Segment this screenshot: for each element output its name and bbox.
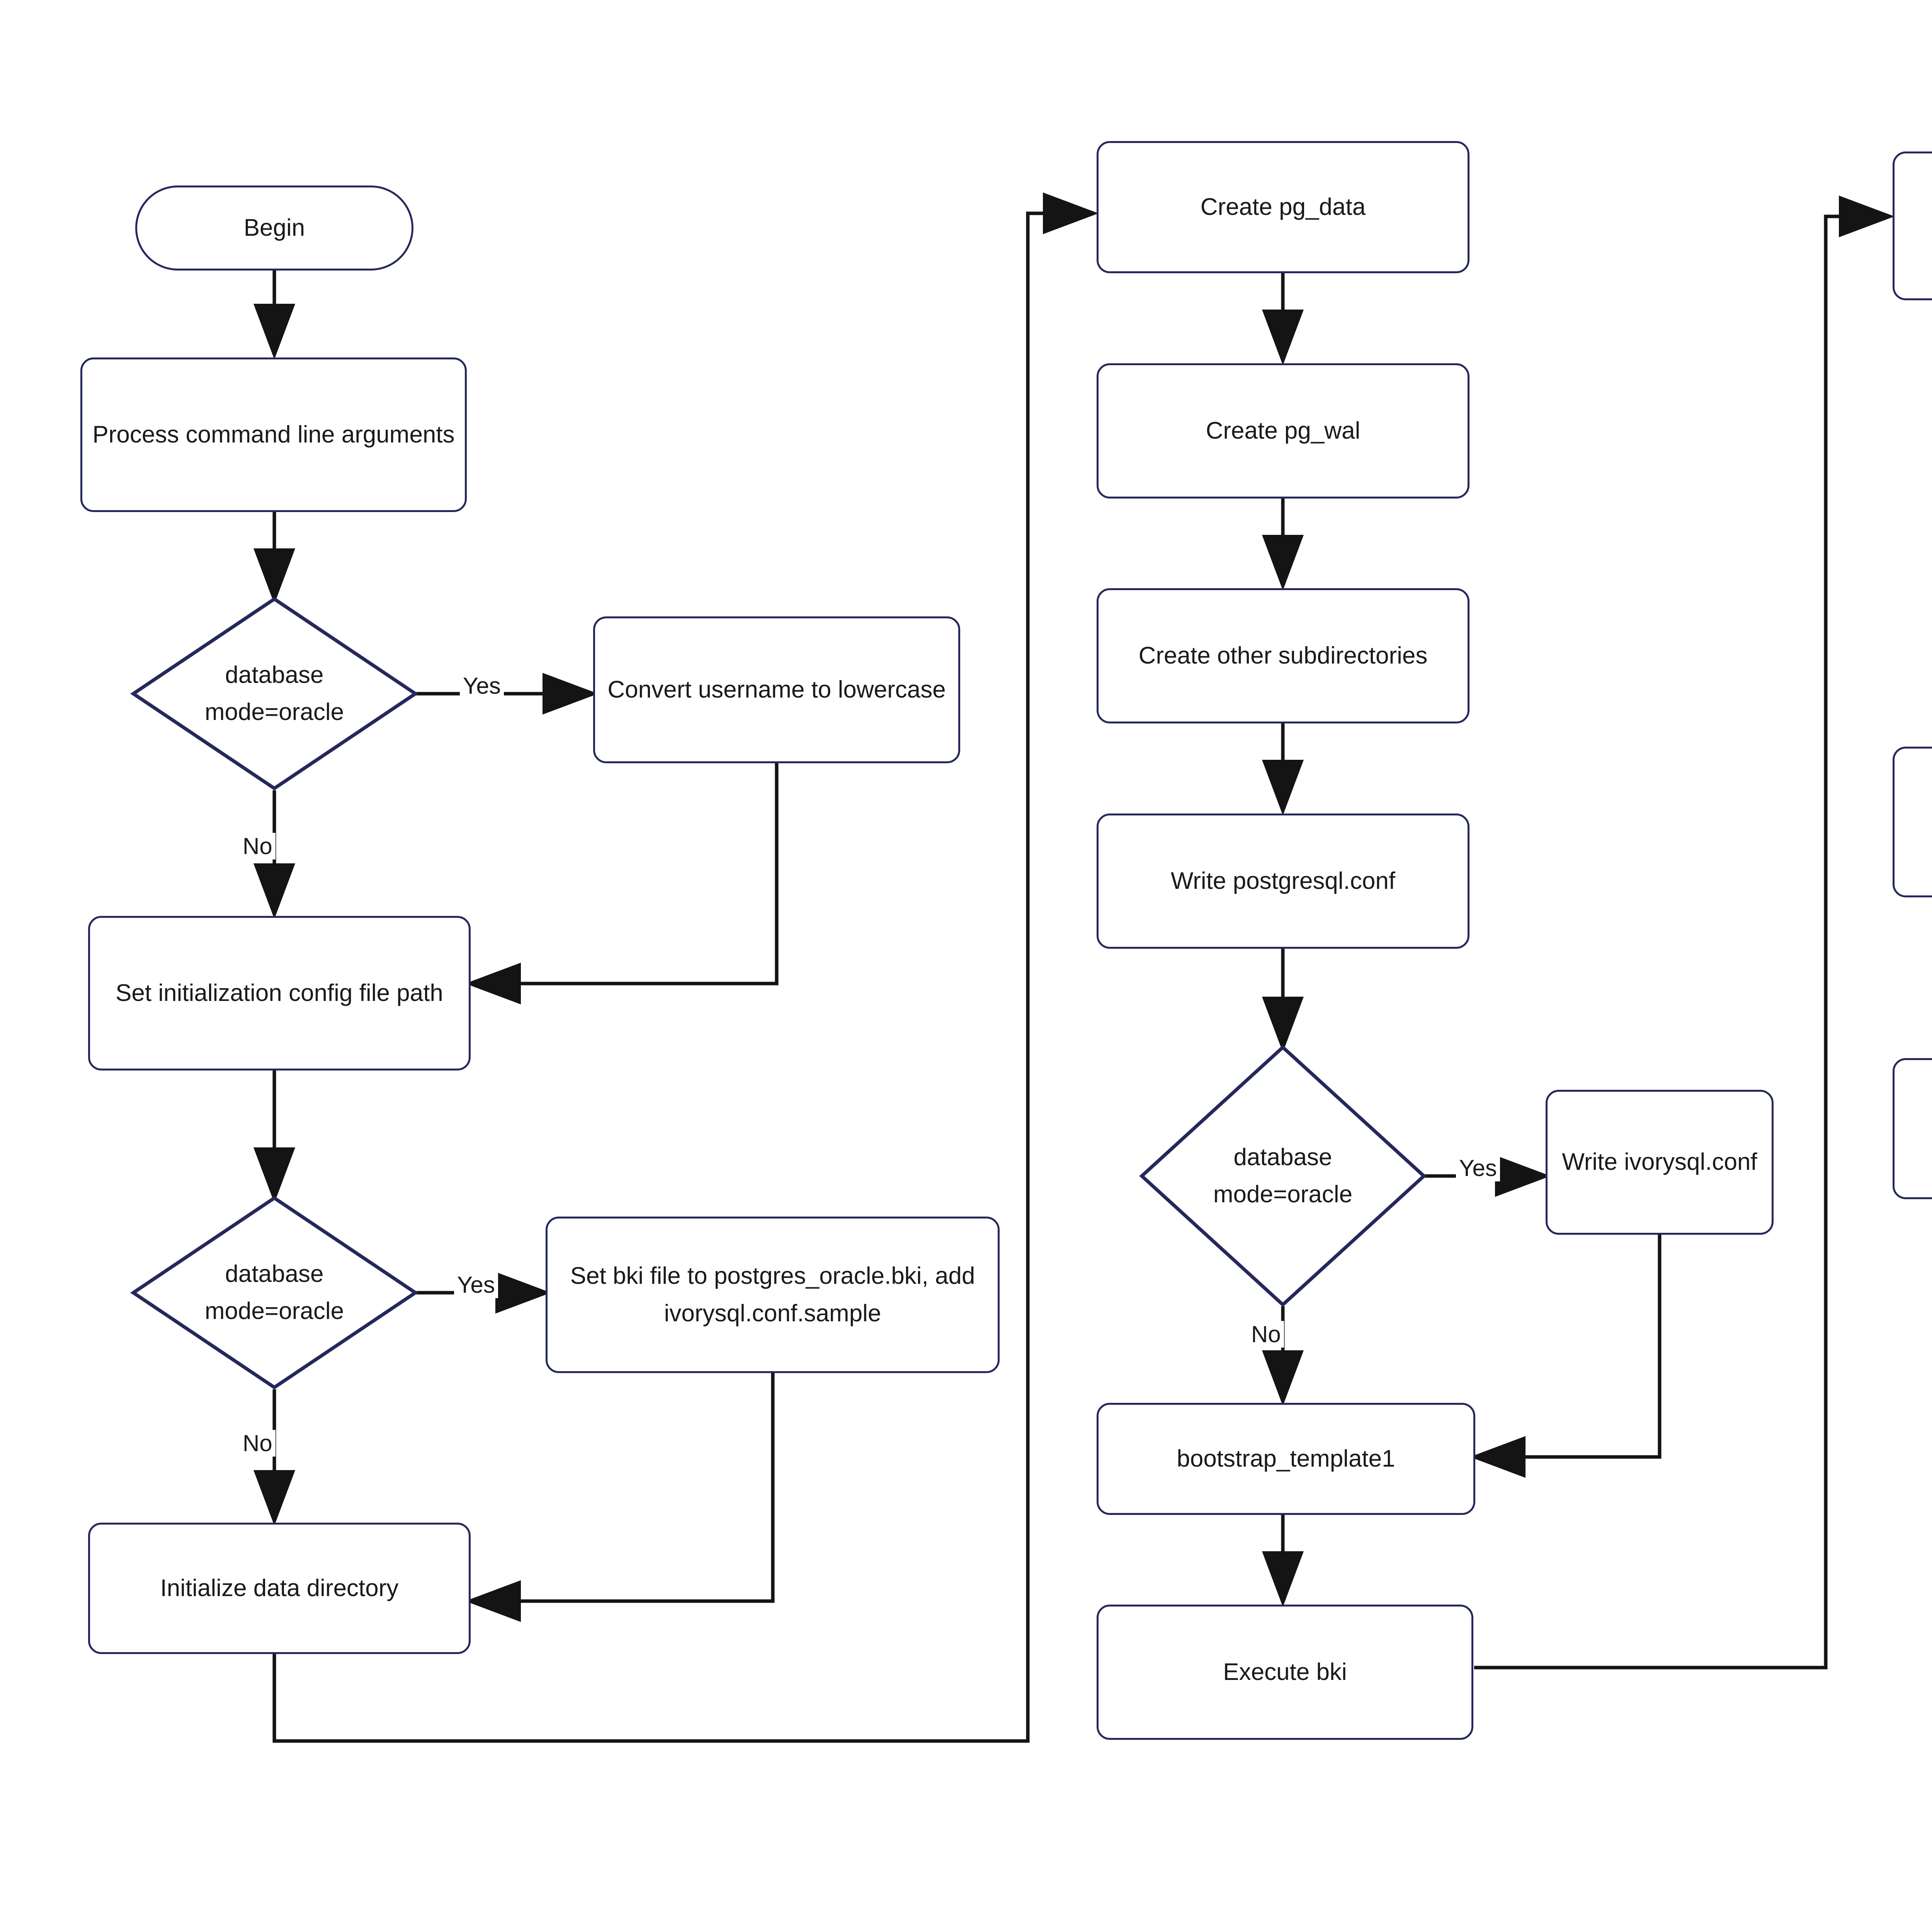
- edge-executebki-to-initdbobj: [1474, 196, 1895, 1670]
- node-begin[interactable]: Begin: [135, 186, 413, 271]
- node-write-ivorysql-conf[interactable]: Write ivorysql.conf: [1546, 1090, 1774, 1235]
- edge-setbki-to-initdir: [465, 1373, 775, 1622]
- node-label: database mode=oracle: [204, 1260, 344, 1324]
- node-execute-bki[interactable]: Execute bki: [1097, 1605, 1473, 1740]
- node-decision-database-mode-oracle-2[interactable]: database mode=oracle: [133, 1198, 415, 1387]
- node-set-initialization-config-file-path[interactable]: Set initialization config file path: [88, 916, 471, 1070]
- edge-initdir-to-createpgdata: [272, 192, 1099, 1743]
- decision-shape-dec1: [130, 597, 419, 791]
- node-label: Write postgresql.conf: [1170, 867, 1396, 894]
- node-load-template0-postgres-ivorysql-databases[interactable]: Load template0, postgres, ivorysql datab…: [1893, 747, 1932, 897]
- decision-shape-dec2: [130, 1196, 419, 1390]
- node-label: Initialize data directory: [160, 1574, 399, 1601]
- edge-label-dec2-yes: Yes: [454, 1271, 498, 1298]
- node-print-completion-message[interactable]: Print completion message: [1893, 1058, 1932, 1199]
- node-label: Set initialization config file path: [116, 979, 443, 1006]
- node-label: Write ivorysql.conf: [1562, 1149, 1757, 1176]
- node-create-pg-data[interactable]: Create pg_data: [1097, 141, 1469, 273]
- node-initialize-data-directory[interactable]: Initialize data directory: [88, 1523, 471, 1654]
- edge-label-dec1-yes: Yes: [460, 672, 504, 699]
- node-set-bki-file[interactable]: Set bki file to postgres_oracle.bki, add…: [546, 1217, 1000, 1373]
- edge-label-dec3-no: No: [1248, 1321, 1284, 1348]
- node-decision-database-mode-oracle-3[interactable]: database mode=oracle: [1142, 1047, 1424, 1305]
- node-label: database mode=oracle: [1213, 1144, 1353, 1208]
- node-decision-database-mode-oracle-1[interactable]: database mode=oracle: [133, 599, 415, 788]
- node-label: Set bki file to postgres_oracle.bki, add…: [570, 1263, 975, 1327]
- node-label: database mode=oracle: [204, 661, 344, 725]
- node-label: Convert username to lowercase: [607, 676, 946, 703]
- edge-convert-to-setcfg: [465, 763, 779, 1004]
- node-label: Load template0, postgres, ivorysql datab…: [1905, 785, 1932, 859]
- node-label: bootstrap_template1: [1177, 1445, 1395, 1472]
- edge-writeiv-to-bootstrap: [1470, 1235, 1662, 1478]
- edge-label-dec3-yes: Yes: [1456, 1155, 1500, 1181]
- node-label: Create other subdirectories: [1138, 642, 1428, 669]
- node-process-command-line-arguments[interactable]: Process command line arguments: [80, 357, 467, 512]
- node-label: Process command line arguments: [92, 421, 455, 448]
- decision-shape-dec3: [1139, 1045, 1427, 1307]
- node-convert-username-to-lowercase[interactable]: Convert username to lowercase: [593, 616, 960, 763]
- node-bootstrap-template1[interactable]: bootstrap_template1: [1097, 1403, 1475, 1515]
- node-label: Begin: [243, 214, 305, 241]
- node-label: Create pg_data: [1200, 193, 1366, 220]
- edge-label-dec1-no: No: [240, 833, 276, 859]
- node-label: Execute bki: [1223, 1658, 1347, 1685]
- node-create-pg-wal[interactable]: Create pg_wal: [1097, 363, 1469, 499]
- node-initialize-database-objects[interactable]: Initialize database objects: [1893, 151, 1932, 300]
- node-write-postgresql-conf[interactable]: Write postgresql.conf: [1097, 813, 1469, 949]
- edge-label-dec2-no: No: [240, 1430, 276, 1457]
- node-label: Create pg_wal: [1206, 417, 1361, 444]
- node-create-other-subdirectories[interactable]: Create other subdirectories: [1097, 588, 1469, 723]
